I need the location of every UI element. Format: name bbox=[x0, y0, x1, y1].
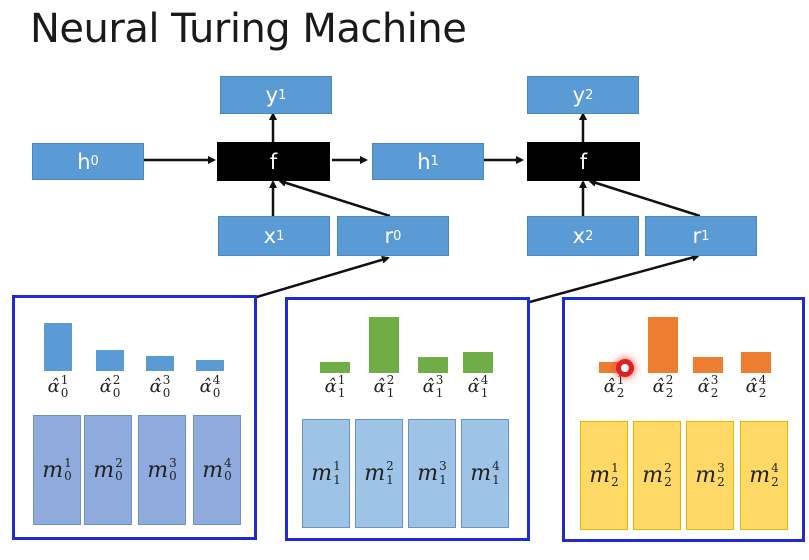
attention-bar bbox=[648, 317, 678, 373]
attention-bar bbox=[599, 362, 629, 373]
cursor-highlight bbox=[616, 359, 634, 377]
attention-bar bbox=[44, 323, 72, 371]
attention-bar bbox=[369, 317, 399, 373]
attention-bar bbox=[320, 362, 350, 373]
controller-f1-node: f bbox=[217, 142, 330, 181]
attention-bar bbox=[693, 357, 723, 373]
controller-f2-node: f bbox=[527, 142, 640, 181]
attention-bar bbox=[96, 350, 124, 371]
attention-bar bbox=[418, 357, 448, 373]
page-title: Neural Turing Machine bbox=[30, 6, 467, 52]
attention-bar bbox=[741, 352, 771, 373]
attention-bar bbox=[196, 360, 224, 371]
attention-bar bbox=[146, 356, 174, 371]
attention-bar bbox=[463, 352, 493, 373]
